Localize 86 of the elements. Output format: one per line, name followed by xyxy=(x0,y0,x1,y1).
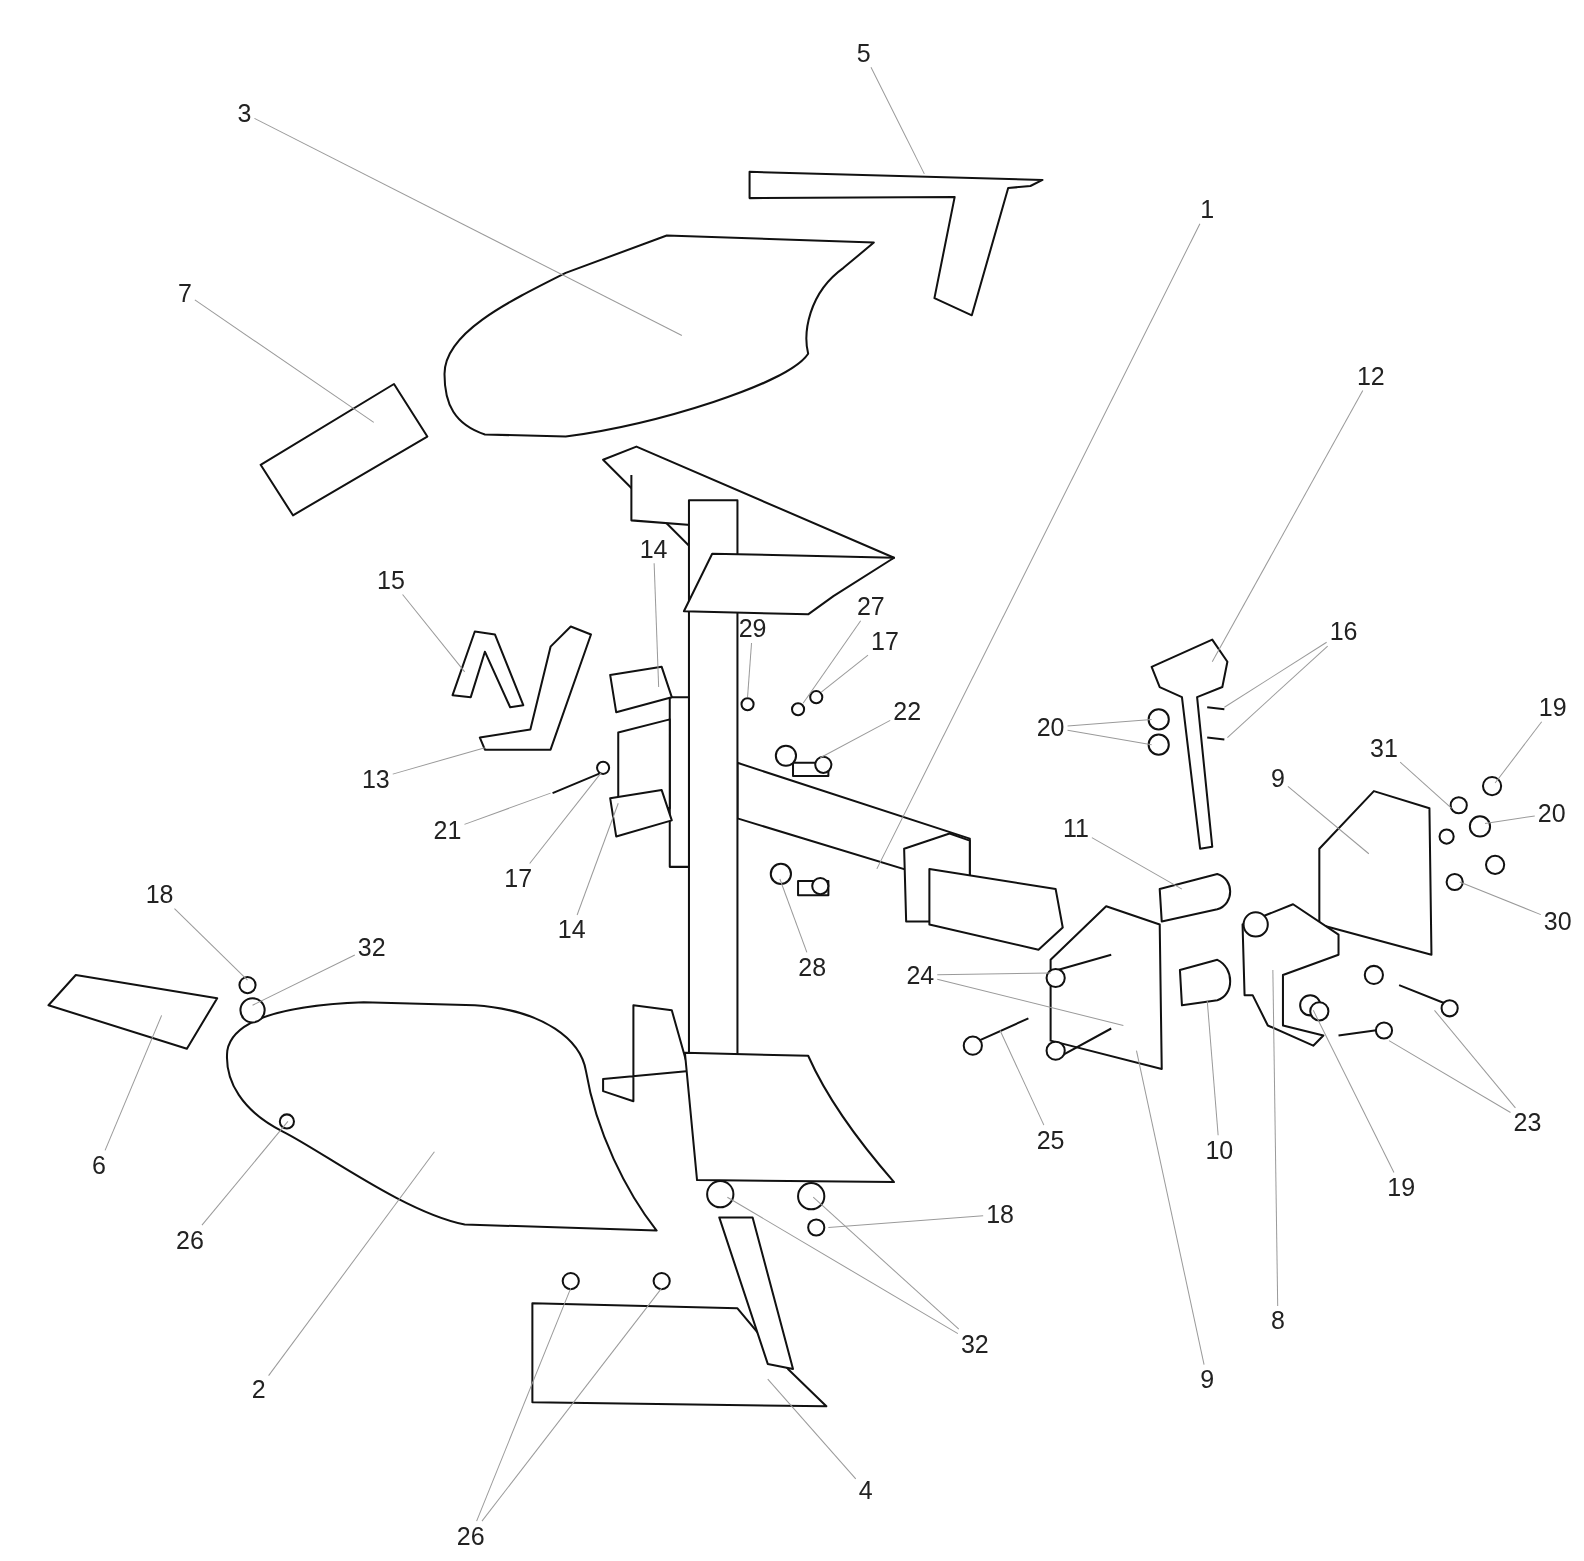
callout-number: 18 xyxy=(986,1201,1014,1227)
leader-line xyxy=(1135,1050,1205,1366)
callout-number: 25 xyxy=(1036,1127,1065,1152)
callout-number: 13 xyxy=(361,766,390,792)
leader-line xyxy=(463,792,552,825)
callout-number: 26 xyxy=(456,1523,485,1548)
callout-number: 11 xyxy=(1062,815,1089,841)
callout-number: 14 xyxy=(557,916,586,942)
leader-line xyxy=(819,719,891,759)
leader-line xyxy=(726,1196,959,1335)
callout-number: 17 xyxy=(871,628,899,654)
leader-line xyxy=(653,562,660,688)
callout-number: 3 xyxy=(237,100,252,126)
leader-line xyxy=(747,642,753,698)
callout-number: 32 xyxy=(960,1331,989,1357)
leader-line xyxy=(1226,645,1329,739)
callout-number: 31 xyxy=(1370,735,1398,761)
callout-number: 9 xyxy=(1200,1366,1215,1392)
leader-line xyxy=(1312,1009,1395,1174)
leader-line xyxy=(201,1120,289,1226)
leader-line xyxy=(1067,718,1153,727)
callout-number: 30 xyxy=(1543,908,1572,934)
callout-number: 19 xyxy=(1387,1174,1416,1200)
leader-line xyxy=(1434,1009,1516,1109)
leader-line xyxy=(402,594,466,673)
leader-line xyxy=(1484,815,1536,824)
callout-number: 24 xyxy=(906,962,935,988)
callout-number: 1 xyxy=(1200,196,1215,222)
callout-number: 5 xyxy=(856,40,871,65)
leader-line xyxy=(194,299,375,423)
leader-line xyxy=(1211,389,1364,663)
leader-line xyxy=(1399,761,1453,809)
callout-number: 32 xyxy=(357,934,386,960)
leader-line xyxy=(1223,641,1328,708)
leader-line xyxy=(1287,785,1370,855)
callout-number: 9 xyxy=(1270,765,1285,791)
callout-number: 4 xyxy=(858,1477,873,1503)
leader-line xyxy=(1494,721,1543,784)
leader-line xyxy=(812,1196,960,1330)
callout-number: 7 xyxy=(177,280,192,306)
leader-line xyxy=(1067,729,1153,746)
leader-line xyxy=(1091,837,1183,890)
leader-line xyxy=(1388,1040,1511,1113)
callout-number: 28 xyxy=(798,954,827,980)
callout-number: 15 xyxy=(377,567,405,593)
leader-line xyxy=(253,117,683,336)
leader-line xyxy=(392,747,486,775)
leader-line xyxy=(481,1287,663,1522)
leader-line xyxy=(876,223,1201,870)
callout-number: 22 xyxy=(893,698,922,724)
leader-line xyxy=(529,772,602,864)
callout-number: 8 xyxy=(1270,1307,1285,1333)
leader-line xyxy=(1206,999,1219,1136)
leader-line xyxy=(104,1014,163,1151)
callout-number: 20 xyxy=(1537,800,1566,826)
callout-number: 26 xyxy=(176,1227,204,1252)
callout-number: 17 xyxy=(504,865,533,891)
leader-line xyxy=(268,1151,435,1377)
leader-line xyxy=(827,1215,984,1229)
leader-line xyxy=(779,878,808,953)
leader-line xyxy=(802,620,862,704)
callout-number: 6 xyxy=(92,1152,106,1178)
callout-number: 12 xyxy=(1356,363,1385,389)
leader-line xyxy=(999,1030,1045,1126)
callout-number: 21 xyxy=(433,817,462,843)
callout-number: 29 xyxy=(738,615,767,641)
callout-number: 19 xyxy=(1538,694,1567,720)
leader-line xyxy=(820,654,869,693)
callout-number: 10 xyxy=(1205,1137,1234,1163)
callout-number: 14 xyxy=(639,536,668,562)
leader-line xyxy=(870,66,925,175)
callout-number: 23 xyxy=(1513,1109,1542,1135)
callout-number: 27 xyxy=(856,593,885,619)
leader-line xyxy=(767,1378,857,1480)
leader-line xyxy=(936,972,1052,976)
leader-line xyxy=(1459,881,1542,916)
leader-line xyxy=(173,908,248,981)
callout-number: 2 xyxy=(251,1376,266,1402)
leader-line xyxy=(1272,969,1279,1307)
callout-number: 20 xyxy=(1036,714,1065,740)
leader-line xyxy=(576,802,619,916)
leader-line xyxy=(252,954,356,1006)
leader-line xyxy=(936,978,1124,1026)
callout-number: 18 xyxy=(145,881,174,907)
callout-number: 16 xyxy=(1329,618,1358,644)
leader-line xyxy=(476,1287,572,1522)
